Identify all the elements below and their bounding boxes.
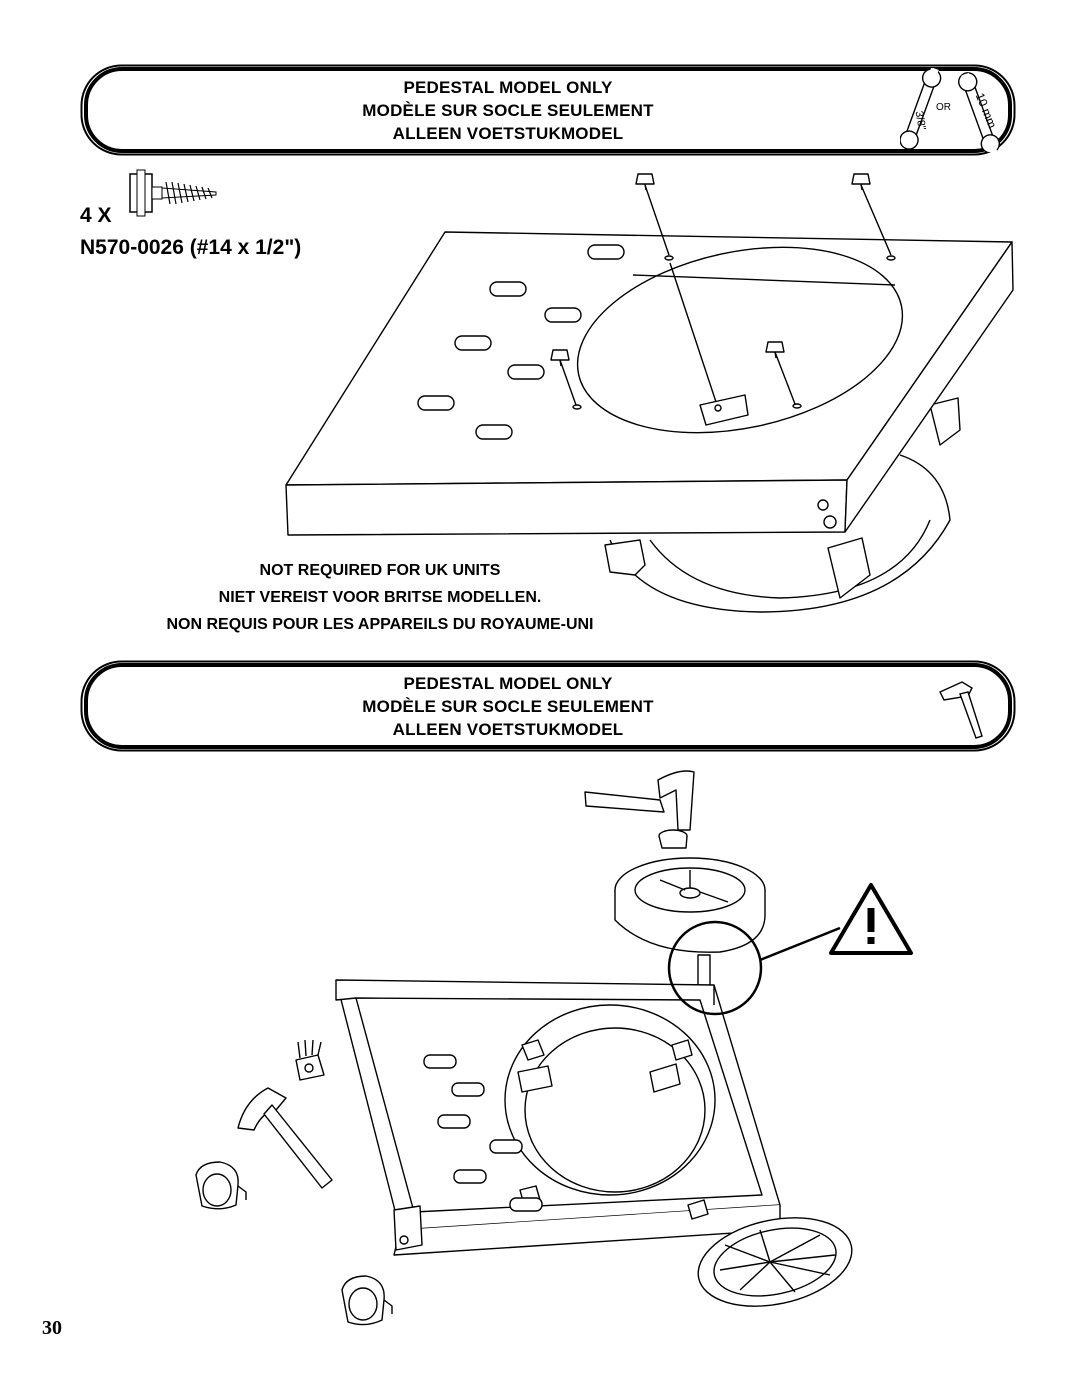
banner-line: PEDESTAL MODEL ONLY [403,78,613,97]
banner-frame [80,660,1016,752]
uk-notes: NOT REQUIRED FOR UK UNITS NIET VEREIST V… [80,557,680,638]
wrench-size-imperial: 3/8" [913,110,928,131]
banner-frame [80,64,1016,156]
screw-icon [129,169,217,217]
uk-note-fr: NON REQUIS POUR LES APPAREILS DU ROYAUME… [166,616,594,633]
banner-pedestal-model-top: PEDESTAL MODEL ONLY MODÈLE SUR SOCLE SEU… [80,64,1016,156]
banner-text: PEDESTAL MODEL ONLY MODÈLE SUR SOCLE SEU… [80,672,1016,741]
wrench-icon: 3/8" OR 10 mm [900,68,1001,152]
wrench-or-label: OR [936,102,951,113]
banner-pedestal-model-bottom: PEDESTAL MODEL ONLY MODÈLE SUR SOCLE SEU… [80,660,1016,752]
warning-triangle-icon [829,883,913,955]
banner-line: MODÈLE SUR SOCLE SEULEMENT [362,697,654,716]
banner-line: ALLEEN VOETSTUKMODEL [392,124,624,143]
hardware-part-number: N570-0026 (#14 x 1/2") [80,236,302,259]
hardware-quantity: 4 X [80,204,112,227]
uk-note-nl: NIET VEREIST VOOR BRITSE MODELLEN. [218,589,542,606]
hammer-icon [939,681,983,739]
banner-line: PEDESTAL MODEL ONLY [403,674,613,693]
page-number: 30 [42,1317,62,1339]
banner-line: MODÈLE SUR SOCLE SEULEMENT [362,101,654,120]
banner-text: PEDESTAL MODEL ONLY MODÈLE SUR SOCLE SEU… [80,76,1016,145]
uk-note-en: NOT REQUIRED FOR UK UNITS [259,562,501,579]
banner-line: ALLEEN VOETSTUKMODEL [392,720,624,739]
